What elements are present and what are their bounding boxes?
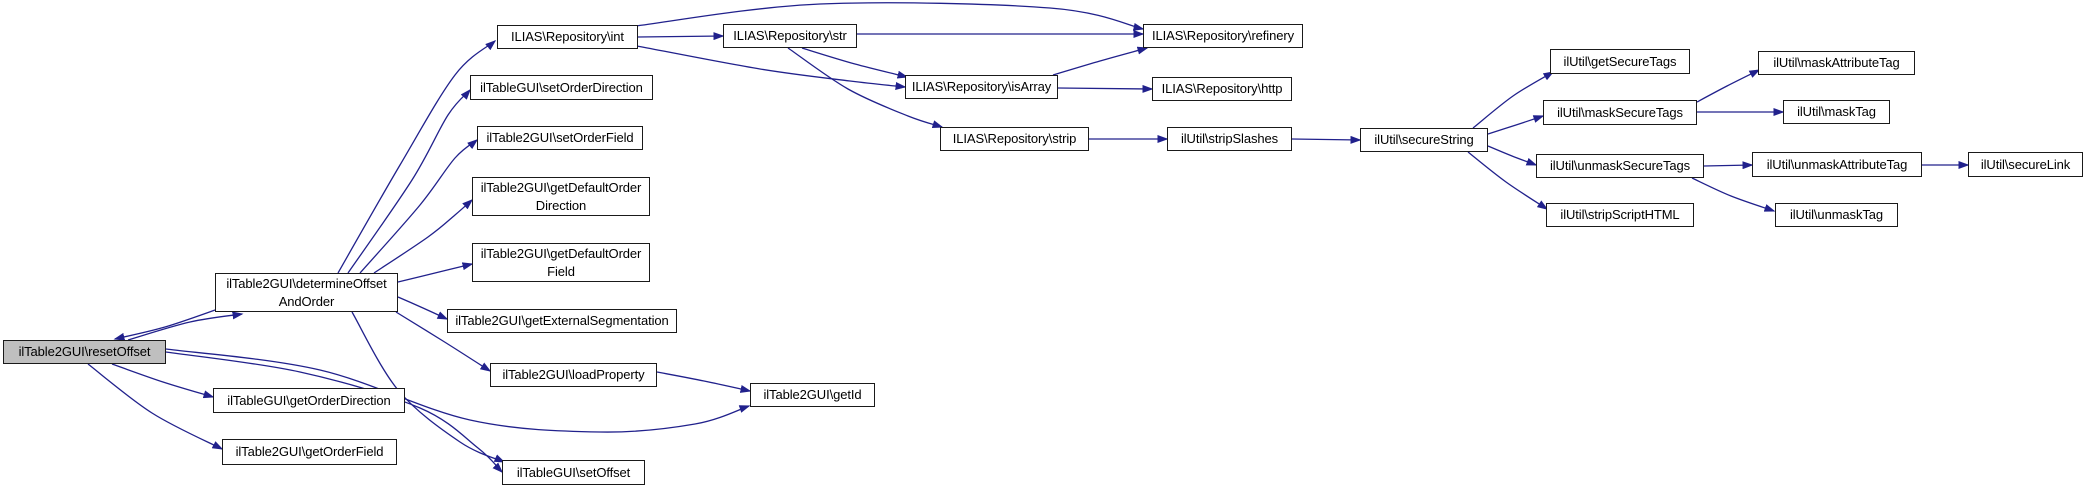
graph-node-get-order-field[interactable]: ilTable2GUI\getOrderField: [222, 439, 397, 465]
edge-strip-slashes-to-secure-string: [1291, 135, 1362, 144]
edge-secure-string-to-get-secure-tags: [1472, 71, 1555, 129]
graph-node-unmask-tag[interactable]: ilUtil\unmaskTag: [1775, 203, 1898, 227]
edge-determine-offset-and-order-to-get-external-segmentation: [397, 296, 449, 320]
graph-node-secure-string[interactable]: ilUtil\secureString: [1360, 128, 1488, 152]
graph-node-get-default-order-field[interactable]: ilTable2GUI\getDefaultOrder Field: [472, 243, 650, 282]
edge-group: [87, 2, 1970, 474]
edge-reset-offset-to-determine-offset-and-order: [127, 311, 244, 341]
graph-node-set-order-direction[interactable]: ilTableGUI\setOrderDirection: [470, 75, 653, 100]
edge-repository-is-array-to-repository-http: [1057, 84, 1154, 93]
graph-node-repository-str[interactable]: ILIAS\Repository\str: [723, 24, 857, 48]
edge-determine-offset-and-order-to-reset-offset: [113, 308, 219, 341]
graph-node-strip-script-html[interactable]: ilUtil\stripScriptHTML: [1546, 203, 1694, 227]
edge-repository-is-array-to-repository-refinery: [1052, 46, 1149, 76]
graph-node-unmask-secure-tags[interactable]: ilUtil\unmaskSecureTags: [1536, 154, 1704, 178]
graph-node-repository-int[interactable]: ILIAS\Repository\int: [497, 25, 638, 49]
graph-node-mask-attribute-tag[interactable]: ilUtil\maskAttributeTag: [1758, 51, 1915, 75]
edge-repository-int-to-repository-str: [637, 32, 725, 41]
edge-secure-string-to-mask-secure-tags: [1487, 115, 1545, 135]
edge-determine-offset-and-order-to-set-order-direction: [347, 88, 471, 274]
edge-load-property-to-get-id: [656, 371, 752, 393]
edge-repository-str-to-repository-is-array: [801, 47, 909, 79]
graph-node-get-order-direction[interactable]: ilTableGUI\getOrderDirection: [213, 388, 405, 413]
edge-secure-string-to-strip-script-html: [1467, 151, 1549, 210]
edge-determine-offset-and-order-to-get-default-order-direction: [373, 199, 474, 274]
edge-determine-offset-and-order-to-get-default-order-field: [397, 262, 474, 283]
graph-node-get-secure-tags[interactable]: ilUtil\getSecureTags: [1550, 49, 1690, 74]
graph-node-reset-offset[interactable]: ilTable2GUI\resetOffset: [3, 340, 166, 364]
graph-node-get-default-order-direction[interactable]: ilTable2GUI\getDefaultOrder Direction: [472, 177, 650, 216]
edge-determine-offset-and-order-to-set-offset: [351, 311, 506, 463]
graph-node-secure-link[interactable]: ilUtil\secureLink: [1968, 152, 2083, 177]
graph-node-mask-secure-tags[interactable]: ilUtil\maskSecureTags: [1543, 100, 1697, 125]
graph-node-unmask-attribute-tag[interactable]: ilUtil\unmaskAttributeTag: [1752, 152, 1922, 177]
graph-node-set-offset[interactable]: ilTableGUI\setOffset: [502, 460, 645, 485]
edge-repository-str-to-repository-strip: [787, 47, 944, 128]
edge-determine-offset-and-order-to-repository-int: [337, 40, 497, 274]
graph-node-repository-http[interactable]: ILIAS\Repository\http: [1152, 77, 1292, 101]
edge-reset-offset-to-get-order-direction: [111, 363, 215, 399]
edge-reset-offset-to-get-id: [165, 348, 751, 433]
graph-node-get-external-segmentation[interactable]: ilTable2GUI\getExternalSegmentation: [447, 309, 677, 333]
edge-unmask-secure-tags-to-unmask-attribute-tag: [1703, 161, 1754, 170]
edge-secure-string-to-unmask-secure-tags: [1487, 145, 1538, 166]
graph-node-strip-slashes[interactable]: ilUtil\stripSlashes: [1167, 127, 1292, 151]
edge-determine-offset-and-order-to-load-property: [395, 311, 492, 372]
graph-node-load-property[interactable]: ilTable2GUI\loadProperty: [490, 363, 657, 387]
graph-node-determine-offset-and-order[interactable]: ilTable2GUI\determineOffset AndOrder: [215, 273, 398, 312]
graph-node-set-order-field[interactable]: ilTable2GUI\setOrderField: [477, 126, 643, 150]
graph-node-mask-tag[interactable]: ilUtil\maskTag: [1783, 100, 1890, 124]
graph-node-get-id[interactable]: ilTable2GUI\getId: [750, 383, 875, 407]
graph-node-repository-strip[interactable]: ILIAS\Repository\strip: [940, 127, 1089, 151]
graph-node-repository-refinery[interactable]: ILIAS\Repository\refinery: [1143, 24, 1303, 48]
edge-repository-int-to-repository-refinery: [635, 2, 1145, 31]
edge-repository-int-to-repository-is-array: [636, 45, 907, 90]
edge-mask-secure-tags-to-mask-attribute-tag: [1696, 69, 1761, 103]
graph-node-repository-is-array[interactable]: ILIAS\Repository\isArray: [905, 75, 1058, 99]
edge-determine-offset-and-order-to-set-order-field: [359, 139, 479, 274]
edge-unmask-secure-tags-to-unmask-tag: [1691, 177, 1776, 212]
edge-reset-offset-to-get-order-field: [87, 363, 224, 450]
